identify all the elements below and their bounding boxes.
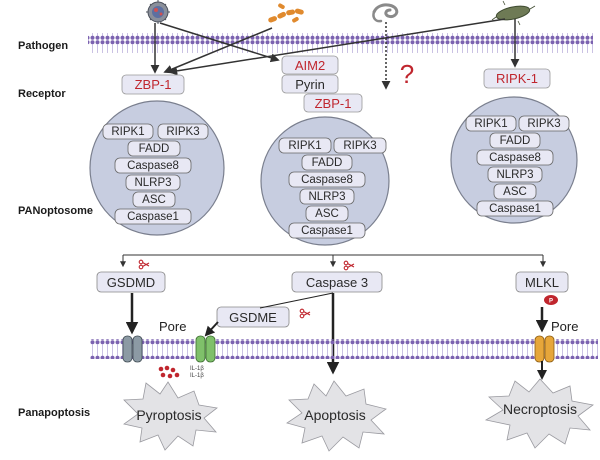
effector-gsdmd: GSDMD bbox=[96, 271, 166, 293]
receptor-zbp1-middle: ZBP-1 bbox=[303, 93, 363, 113]
branch-connector bbox=[120, 254, 546, 268]
pill-nlrp3: NLRP3 bbox=[496, 169, 533, 181]
outcome-pyroptosis: Pyroptosis bbox=[123, 381, 218, 451]
svg-text:Necroptosis: Necroptosis bbox=[503, 401, 577, 417]
complex-middle: RIPK1 RIPK3 FADD Caspase8 NLRP3 ASC Casp… bbox=[278, 137, 387, 239]
pill-ripk3: RIPK3 bbox=[527, 118, 560, 130]
svg-text:AIM2: AIM2 bbox=[295, 58, 325, 73]
outcome-apoptosis: Apoptosis bbox=[286, 380, 387, 452]
pore-gray bbox=[122, 335, 143, 363]
pill-caspase1: Caspase1 bbox=[489, 203, 541, 215]
pill-ripk1: RIPK1 bbox=[288, 140, 321, 152]
parasite-icon bbox=[372, 3, 399, 23]
row-label-panapoptosis: Panapoptosis bbox=[18, 407, 90, 419]
pill-caspase1: Caspase1 bbox=[301, 225, 353, 237]
pill-asc: ASC bbox=[142, 194, 166, 206]
row-label-panoptosome: PANoptosome bbox=[18, 205, 93, 217]
receptor-ripk1: RIPK-1 bbox=[483, 68, 551, 89]
pill-caspase8: Caspase8 bbox=[127, 160, 179, 172]
virus-icon bbox=[146, 0, 170, 24]
svg-text:GSDMD: GSDMD bbox=[107, 275, 155, 290]
complex-left: RIPK1 RIPK3 FADD Caspase8 NLRP3 ASC Casp… bbox=[102, 123, 209, 225]
pill-asc: ASC bbox=[503, 186, 527, 198]
bacterium-icon bbox=[491, 0, 536, 26]
receptor-zbp1-left: ZBP-1 bbox=[121, 74, 185, 95]
pathogen-arrows bbox=[150, 18, 520, 90]
receptor-aim2: AIM2 bbox=[281, 55, 339, 75]
scissors-icon bbox=[343, 260, 355, 271]
svg-text:RIPK-1: RIPK-1 bbox=[496, 71, 538, 86]
pill-fadd: FADD bbox=[139, 143, 170, 155]
pore-green bbox=[195, 335, 216, 363]
effector-arrows bbox=[125, 292, 549, 375]
bottom-membrane bbox=[90, 339, 598, 359]
receptor-pyrin: Pyrin bbox=[281, 74, 339, 94]
cytokine-label: IL-1β bbox=[190, 366, 204, 372]
scissors-icon bbox=[138, 259, 150, 270]
effector-gsdme: GSDME bbox=[216, 306, 290, 328]
svg-text:ZBP-1: ZBP-1 bbox=[315, 96, 352, 111]
effector-mlkl: MLKL bbox=[515, 271, 569, 293]
pill-ripk3: RIPK3 bbox=[343, 140, 376, 152]
top-membrane bbox=[88, 33, 593, 53]
pill-caspase8: Caspase8 bbox=[301, 174, 353, 186]
pill-ripk1: RIPK1 bbox=[474, 118, 507, 130]
svg-text:P: P bbox=[549, 299, 553, 305]
svg-text:MLKL: MLKL bbox=[525, 275, 559, 290]
unknown-receptor-mark: ? bbox=[400, 59, 414, 89]
scissors-icon bbox=[299, 308, 311, 319]
phospho-badge: P bbox=[544, 295, 558, 305]
row-label-pathogen: Pathogen bbox=[18, 40, 68, 52]
svg-text:Apoptosis: Apoptosis bbox=[304, 407, 365, 423]
effector-caspase3: Caspase 3 bbox=[291, 271, 383, 293]
svg-text:GSDME: GSDME bbox=[229, 310, 277, 325]
svg-text:Caspase 3: Caspase 3 bbox=[306, 275, 368, 290]
pill-caspase8: Caspase8 bbox=[489, 152, 541, 164]
svg-text:ZBP-1: ZBP-1 bbox=[135, 77, 172, 92]
pore-label-right: Pore bbox=[551, 319, 578, 334]
cytokine-label: IL-1β bbox=[190, 373, 204, 379]
pill-nlrp3: NLRP3 bbox=[308, 191, 345, 203]
pill-fadd: FADD bbox=[312, 157, 343, 169]
pill-caspase1: Caspase1 bbox=[127, 211, 179, 223]
svg-text:Pyrin: Pyrin bbox=[295, 77, 325, 92]
pill-asc: ASC bbox=[315, 208, 339, 220]
bacteria-chain-icon bbox=[268, 3, 304, 23]
outcome-necroptosis: Necroptosis bbox=[484, 378, 594, 449]
svg-text:Pyroptosis: Pyroptosis bbox=[136, 407, 201, 423]
pill-ripk3: RIPK3 bbox=[166, 126, 199, 138]
row-label-receptor: Receptor bbox=[18, 88, 66, 100]
complex-right: RIPK1 RIPK3 FADD Caspase8 NLRP3 ASC Casp… bbox=[465, 115, 570, 217]
pill-nlrp3: NLRP3 bbox=[134, 177, 171, 189]
pore-orange bbox=[534, 335, 555, 363]
pore-label-left: Pore bbox=[159, 319, 186, 334]
pill-ripk1: RIPK1 bbox=[111, 126, 144, 138]
pill-fadd: FADD bbox=[500, 135, 531, 147]
cytokine-dots bbox=[158, 365, 180, 379]
